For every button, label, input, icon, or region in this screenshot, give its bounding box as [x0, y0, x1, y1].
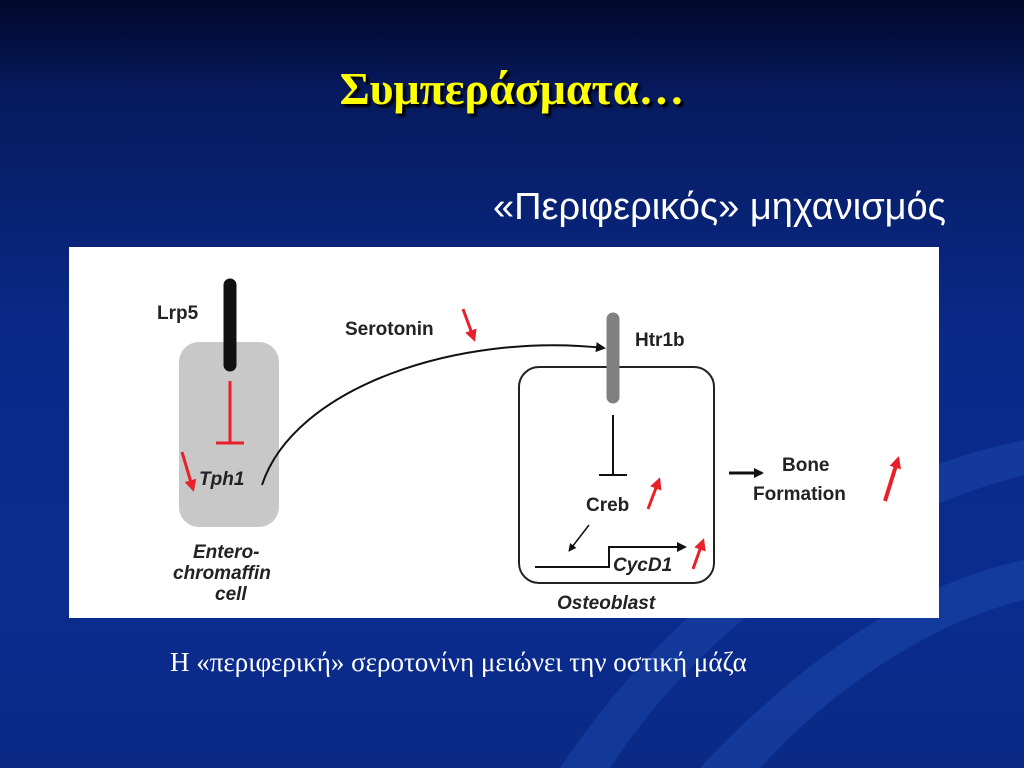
mechanism-diagram: Lrp5 Tph1 Serotonin Htr1b Creb CycD1 Ost… [69, 247, 939, 618]
creb-up-arrow [646, 477, 662, 510]
slide-title: Συμπεράσματα… [339, 63, 685, 114]
diagram-canvas: Lrp5 Tph1 Serotonin Htr1b Creb CycD1 Ost… [157, 278, 902, 614]
bone-formation-up-arrow [883, 456, 902, 502]
htr1b-label: Htr1b [635, 330, 685, 351]
creb-to-cycd1-arrow [568, 524, 590, 552]
slide-caption: Η «περιφερική» σεροτονίνη μειώνει την οσ… [170, 647, 747, 677]
creb-label: Creb [586, 495, 629, 516]
cycd1-label: CycD1 [613, 555, 672, 576]
cycd1-gene-promoter [535, 542, 687, 568]
bone-formation-label-line2: Formation [753, 484, 846, 505]
tph1-down-arrow [180, 451, 197, 492]
lrp5-label: Lrp5 [157, 303, 199, 324]
enterochromaffin-label-line2: chromaffin [173, 563, 271, 584]
enterochromaffin-label-line1: Entero- [193, 542, 260, 563]
serotonin-down-arrow [461, 308, 477, 342]
serotonin-label: Serotonin [345, 319, 434, 340]
osteoblast-label: Osteoblast [557, 593, 656, 614]
slide-subtitle: «Περιφερικός» μηχανισμός [492, 186, 946, 228]
serotonin-transport-arrow [261, 342, 606, 486]
enterochromaffin-label-line3: cell [215, 584, 247, 605]
bone-formation-label-line1: Bone [782, 455, 830, 476]
tph1-label: Tph1 [199, 469, 244, 490]
cycd1-up-arrow [691, 538, 706, 570]
